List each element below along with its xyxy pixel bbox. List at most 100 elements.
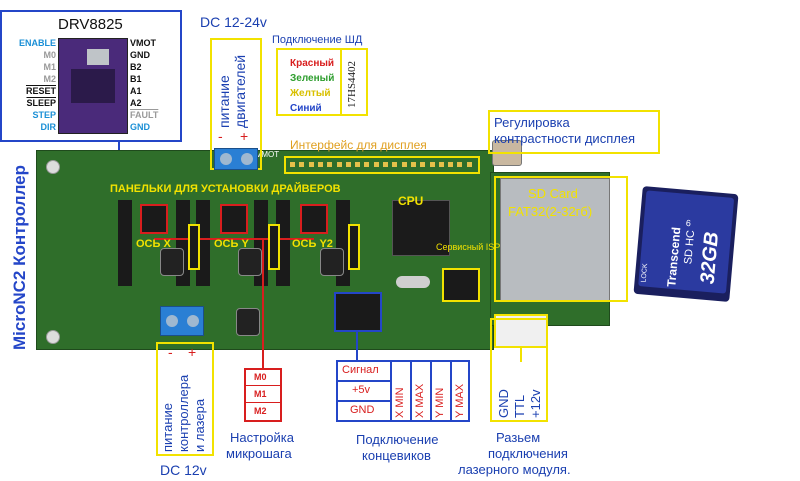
sd-slot-box bbox=[494, 176, 628, 302]
isp-connector-box bbox=[442, 268, 480, 302]
limit-signal: Сигнал bbox=[342, 364, 379, 376]
contrast-label: Регулировка контрастности дисплея bbox=[494, 115, 636, 146]
motor-connector-y2 bbox=[348, 224, 360, 270]
dc-controller-minus: - bbox=[168, 344, 173, 360]
red-wire bbox=[262, 238, 264, 368]
yellow-connector-line bbox=[520, 348, 522, 362]
dc-motor-minus: - bbox=[218, 128, 223, 144]
header-pin bbox=[466, 162, 472, 167]
display-interface-label: Интерфейс для дисплея bbox=[290, 138, 427, 152]
cpu-chip bbox=[392, 200, 450, 256]
header-pin bbox=[317, 162, 323, 167]
header-pin bbox=[345, 162, 351, 167]
header-pin bbox=[308, 162, 314, 167]
drv8825-pin-m0: M0 bbox=[43, 50, 56, 60]
header-pin bbox=[392, 162, 398, 167]
header-pin bbox=[364, 162, 370, 167]
display-header-box bbox=[284, 156, 480, 174]
dc-controller-label-2: контроллера bbox=[176, 374, 191, 452]
driver-socket-x bbox=[118, 200, 132, 286]
drv8825-pin-gnd: GND bbox=[130, 122, 150, 132]
header-pin bbox=[290, 162, 295, 167]
dc-controller-plus: + bbox=[188, 344, 197, 360]
axis-y2-label: ОСЬ Y2 bbox=[292, 238, 333, 250]
blue-connector-line bbox=[356, 330, 358, 360]
dc-motor-title: DC 12-24v bbox=[200, 14, 267, 30]
drv8825-pin-b1: B1 bbox=[130, 74, 142, 84]
jumper-block-y2 bbox=[300, 204, 328, 234]
header-pin bbox=[438, 162, 444, 167]
microstep-caption-1: Настройка bbox=[230, 430, 294, 445]
motor-connector-y bbox=[268, 224, 280, 270]
capacitor bbox=[236, 308, 260, 336]
header-pin bbox=[299, 162, 305, 167]
motor-connector-x bbox=[188, 224, 200, 270]
crystal bbox=[396, 276, 430, 288]
isp-label: Сервисный ISP разъем bbox=[436, 242, 534, 252]
capacitor bbox=[320, 248, 344, 276]
microstep-box bbox=[244, 368, 282, 422]
laser-caption-2: подключения bbox=[488, 446, 568, 461]
microstep-m2: M2 bbox=[254, 406, 267, 416]
drv8825-pin-enable: ENABLE bbox=[18, 38, 56, 48]
vertical-title: MicroNC2 Контроллер bbox=[10, 165, 29, 350]
drv8825-pin-a2: A2 bbox=[130, 98, 142, 108]
header-pin bbox=[373, 162, 379, 167]
drv8825-pin-a1: A1 bbox=[130, 86, 142, 96]
header-pin bbox=[448, 162, 454, 167]
sd-card-class: 6 bbox=[685, 217, 692, 229]
limit-caption-1: Подключение bbox=[356, 432, 439, 447]
laser-pin-gnd: GND bbox=[496, 389, 511, 418]
stepper-model: 17HS4402 bbox=[346, 60, 358, 108]
header-pin bbox=[401, 162, 407, 167]
sd-slot bbox=[500, 178, 610, 302]
capacitor bbox=[238, 248, 262, 276]
axis-y-label: ОСЬ Y bbox=[214, 238, 249, 250]
drv8825-pin-sleep: SLEEP bbox=[26, 98, 56, 108]
drv8825-module bbox=[58, 38, 128, 134]
stepper-box bbox=[276, 48, 368, 116]
header-pin bbox=[457, 162, 463, 167]
limit-y-min: Y MIN bbox=[434, 387, 446, 418]
header-pin bbox=[355, 162, 361, 167]
header-pin bbox=[429, 162, 435, 167]
laser-caption-1: Разьем bbox=[496, 430, 541, 445]
drv8825-pin-b2: B2 bbox=[130, 62, 142, 72]
panels-label: ПАНЕЛЬКИ ДЛЯ УСТАНОВКИ ДРАЙВЕРОВ bbox=[110, 183, 341, 195]
contrast-box bbox=[488, 110, 660, 154]
sd-card-capacity: 32GB bbox=[696, 231, 724, 285]
limit-x-min: X MIN bbox=[394, 387, 406, 418]
header-pin bbox=[410, 162, 416, 167]
dc-controller-box bbox=[156, 342, 214, 456]
stepper-wire-green: Зеленый bbox=[290, 73, 335, 84]
drv8825-pin-step: STEP bbox=[32, 110, 56, 120]
limit-switch-table bbox=[336, 360, 470, 422]
dc-motor-terminal bbox=[214, 148, 258, 170]
limit-x-max: X MAX bbox=[414, 383, 426, 418]
header-pin bbox=[327, 162, 333, 167]
stepper-wire-yellow: Желтый bbox=[290, 88, 331, 99]
limit-caption-2: концевиков bbox=[362, 448, 431, 463]
dc-controller-label-1: питание bbox=[160, 402, 175, 452]
cpu-label: CPU bbox=[398, 194, 424, 208]
header-pin bbox=[383, 162, 388, 167]
drv8825-pin-gnd: GND bbox=[130, 50, 150, 60]
axis-x-label: ОСЬ X bbox=[136, 238, 171, 250]
drv8825-title: DRV8825 bbox=[58, 16, 123, 33]
drv8825-pin-vmot: VMOT bbox=[130, 38, 156, 48]
limit-gnd: GND bbox=[350, 404, 375, 416]
drv8825-pin-dir: DIR bbox=[40, 122, 57, 132]
vmot-silk: VMOT bbox=[256, 150, 280, 159]
limit-y-max: Y MAX bbox=[454, 383, 466, 418]
microstep-m1: M1 bbox=[254, 389, 267, 399]
microstep-caption-2: микрошага bbox=[226, 446, 292, 461]
header-pin bbox=[420, 162, 426, 167]
stepper-divider bbox=[340, 48, 342, 116]
laser-pin-box bbox=[490, 318, 548, 422]
sd-title: SD Card bbox=[528, 186, 578, 201]
drv8825-pin-m2: M2 bbox=[43, 74, 56, 84]
dc-controller-terminal bbox=[160, 306, 204, 336]
stepper-wire-blue: Синий bbox=[290, 103, 322, 114]
limit-plus5: +5v bbox=[352, 384, 371, 396]
capacitor bbox=[160, 248, 184, 276]
